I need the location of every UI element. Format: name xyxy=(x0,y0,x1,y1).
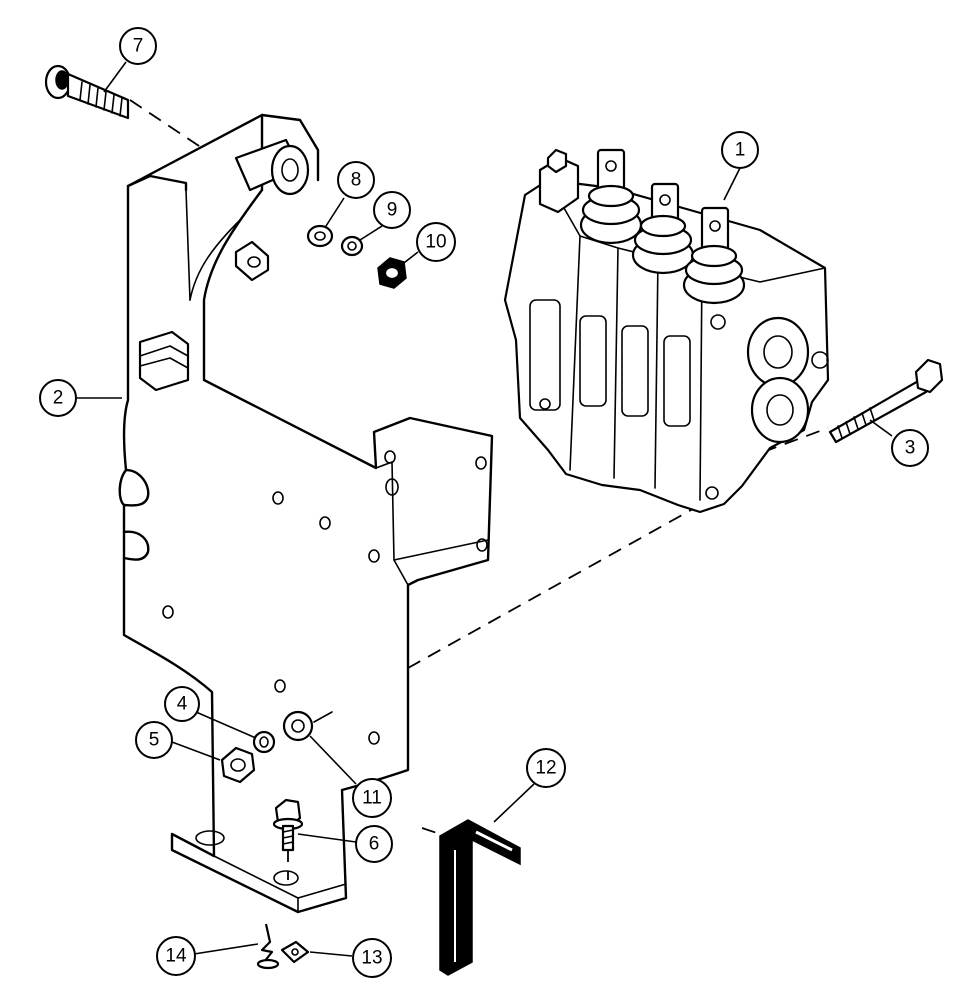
svg-text:13: 13 xyxy=(361,948,382,969)
callouts: 1 2 3 4 5 6 xyxy=(39,27,929,978)
callout-1: 1 xyxy=(721,131,759,201)
lock-washer-4 xyxy=(252,730,276,754)
callout-11: 11 xyxy=(309,735,392,818)
hex-nut-5 xyxy=(220,746,256,784)
flanged-bolt-6 xyxy=(272,798,304,852)
flat-washer-11 xyxy=(282,710,333,742)
callout-8: 8 xyxy=(325,161,375,227)
callout-2: 2 xyxy=(39,379,122,417)
svg-text:14: 14 xyxy=(165,946,187,967)
callout-14: 14 xyxy=(156,936,259,976)
lock-washer-9 xyxy=(340,235,364,257)
assembly-lines xyxy=(129,99,829,880)
svg-text:7: 7 xyxy=(133,36,144,57)
spool-2 xyxy=(631,182,695,275)
svg-text:10: 10 xyxy=(425,232,446,253)
callout-13: 13 xyxy=(309,938,392,978)
svg-text:11: 11 xyxy=(362,788,382,809)
screw-14 xyxy=(256,923,280,970)
callout-9: 9 xyxy=(359,191,411,241)
flat-washer-8 xyxy=(306,224,334,248)
svg-text:3: 3 xyxy=(905,438,916,459)
callout-4: 4 xyxy=(164,686,257,739)
spool-3 xyxy=(682,206,746,305)
cap-screw-3 xyxy=(828,358,944,444)
control-valve xyxy=(503,148,830,514)
svg-text:1: 1 xyxy=(735,140,746,161)
callout-6: 6 xyxy=(297,825,393,863)
callout-12: 12 xyxy=(493,748,566,823)
svg-text:2: 2 xyxy=(53,388,64,409)
svg-text:4: 4 xyxy=(177,694,188,715)
svg-text:9: 9 xyxy=(387,200,398,221)
callout-3: 3 xyxy=(869,419,929,467)
svg-text:12: 12 xyxy=(535,758,556,779)
callout-7: 7 xyxy=(103,27,157,93)
cap-screw-7 xyxy=(44,64,130,120)
hex-key-12 xyxy=(439,819,521,976)
svg-text:5: 5 xyxy=(149,730,160,751)
svg-text:6: 6 xyxy=(369,834,380,855)
mounting-bracket xyxy=(118,113,494,914)
callout-5: 5 xyxy=(135,721,221,761)
hex-nut-10 xyxy=(377,257,407,289)
clip-13 xyxy=(280,940,310,964)
spool-1 xyxy=(579,148,643,245)
callout-10: 10 xyxy=(399,222,456,267)
svg-text:8: 8 xyxy=(351,170,362,191)
